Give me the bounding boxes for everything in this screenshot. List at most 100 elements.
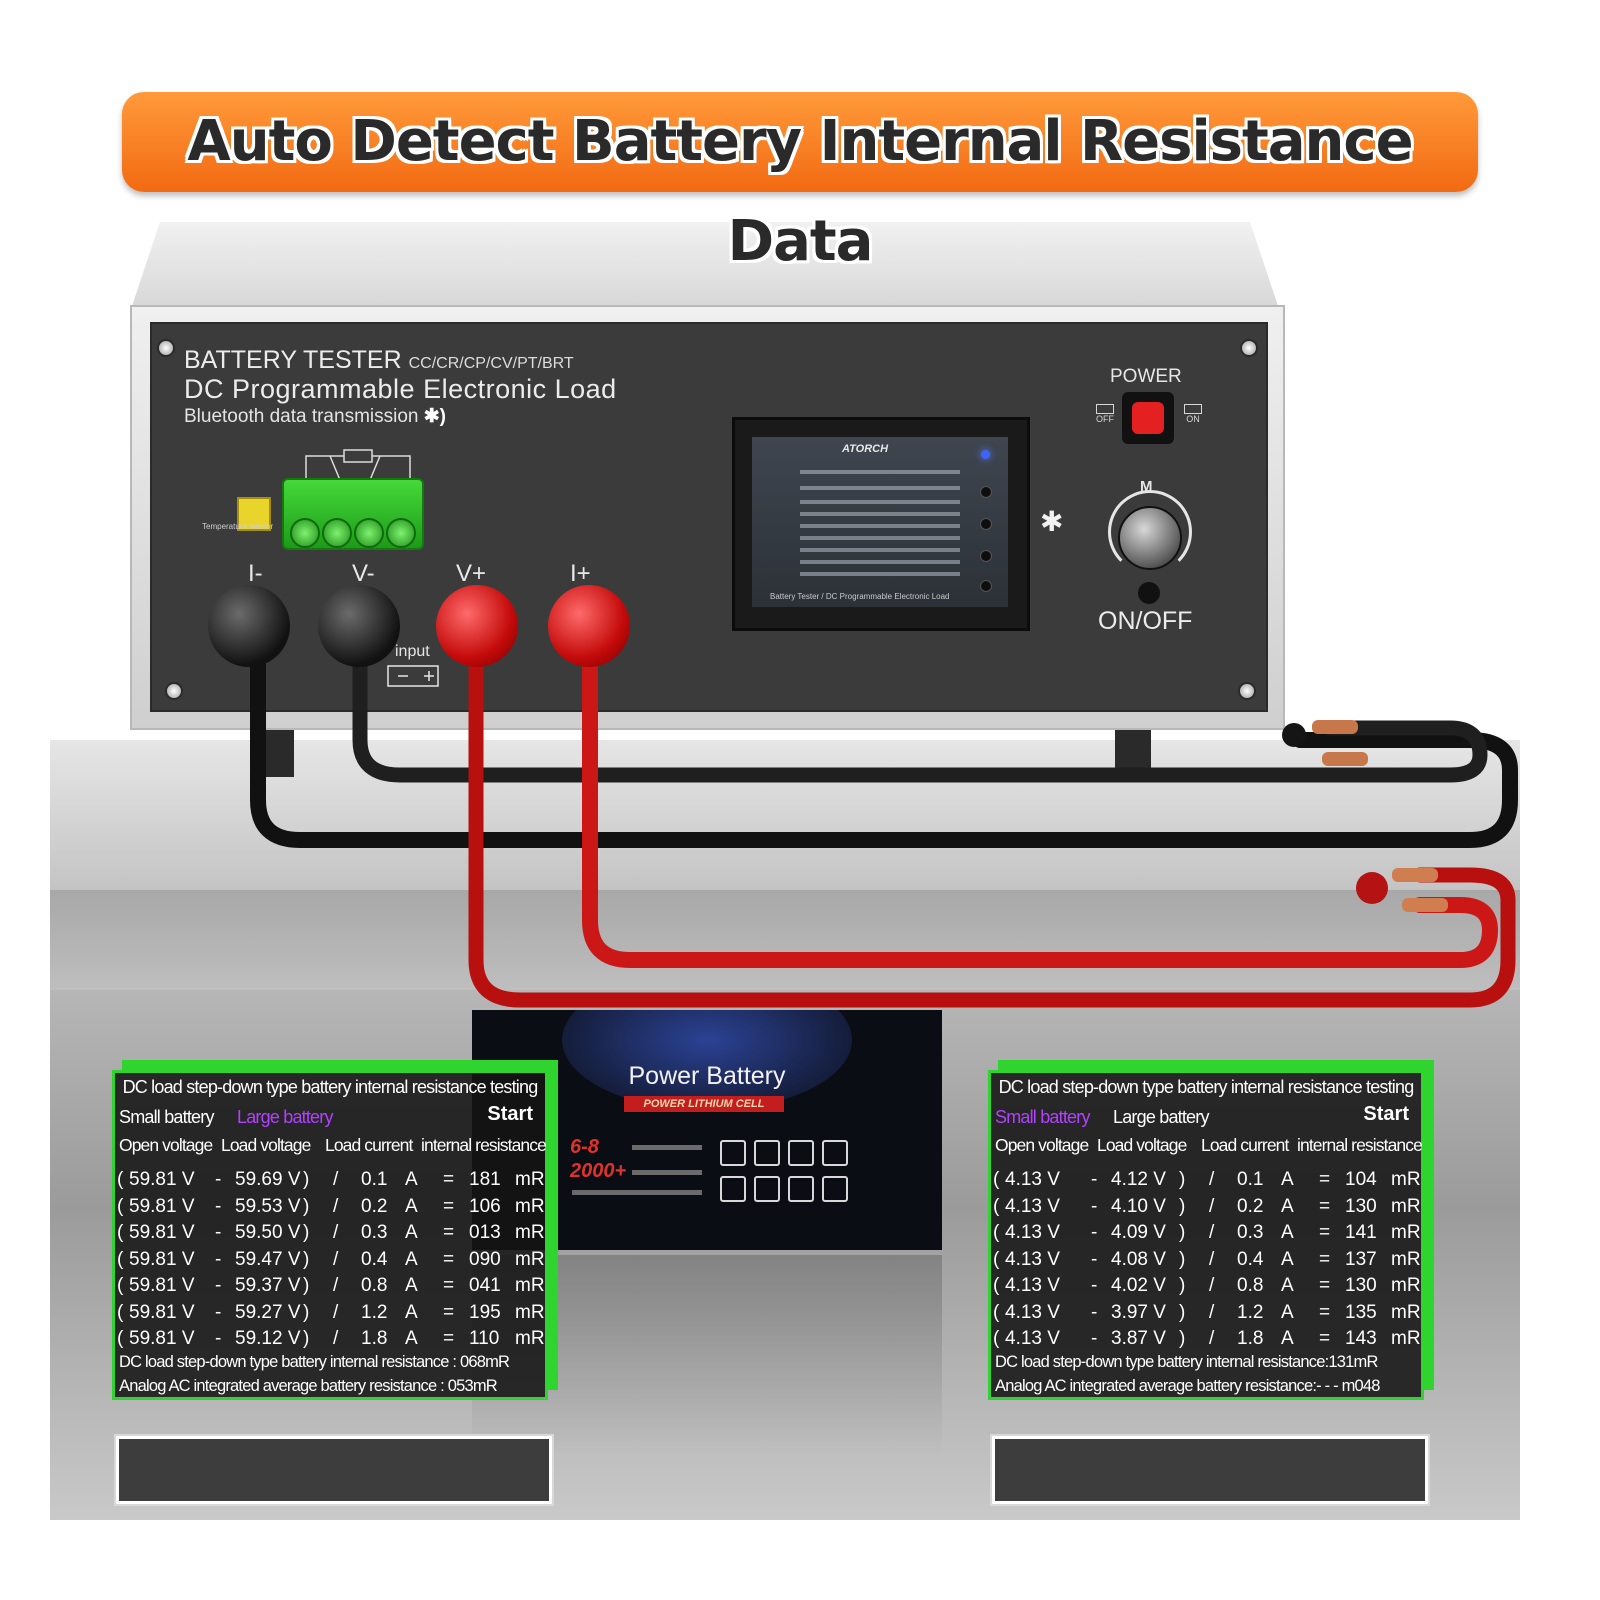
display-button[interactable] [980, 486, 992, 498]
column-header: Load voltage [221, 1135, 311, 1155]
display-brand: ATORCH [842, 443, 889, 455]
battery-subtitle: POWER LITHIUM CELL [624, 1096, 784, 1112]
paren-open: ( [117, 1169, 124, 1190]
terminal-screw-icon [290, 518, 320, 548]
encoder-knob[interactable] [1118, 506, 1182, 570]
open-voltage: 59.81 V [129, 1222, 195, 1243]
paren-open: ( [117, 1328, 124, 1349]
panel-summary-dc: DC load step-down type battery internal … [995, 1353, 1378, 1371]
separator: / [333, 1328, 339, 1349]
paren-close: ) [303, 1195, 310, 1217]
load-current: 0.4 [1237, 1248, 1264, 1270]
unit-amp: A [1281, 1222, 1294, 1243]
binding-post-i-minus[interactable] [208, 585, 290, 667]
load-current: 0.8 [1237, 1275, 1264, 1296]
internal-resistance: 143 [1345, 1328, 1377, 1349]
binding-post-i-plus[interactable] [548, 585, 630, 667]
open-voltage: 4.13 V [1005, 1328, 1060, 1349]
paren-close: ) [1179, 1275, 1186, 1296]
open-voltage: 4.13 V [1005, 1301, 1060, 1323]
paren-open: ( [993, 1275, 1000, 1296]
load-voltage: 4.10 V [1111, 1195, 1166, 1217]
unit-amp: A [405, 1275, 418, 1296]
banner-title: Auto Detect Battery Internal Resistance … [187, 109, 1413, 274]
separator: - [215, 1301, 222, 1323]
switch-off-label: OFF [1096, 414, 1114, 424]
load-current: 0.2 [361, 1195, 388, 1217]
battery-symbol-icon [387, 665, 439, 687]
device-subtitle: DC Programmable Electronic Load [184, 374, 617, 404]
paren-close: ) [1179, 1195, 1186, 1217]
load-voltage: 4.08 V [1111, 1248, 1166, 1270]
open-voltage: 59.81 V [129, 1169, 195, 1190]
load-current: 0.3 [361, 1222, 388, 1243]
open-voltage: 59.81 V [129, 1275, 195, 1296]
device-title-text: BATTERY TESTER [184, 346, 402, 374]
tab-large-battery[interactable]: Large battery [1113, 1107, 1209, 1127]
battery-spec-cycle: 6-8 [570, 1136, 599, 1158]
tab-small-battery[interactable]: Small battery [995, 1107, 1090, 1127]
unit-amp: A [405, 1301, 418, 1323]
column-header: internal resistance [1297, 1135, 1423, 1155]
load-voltage: 59.27 V [235, 1301, 301, 1323]
separator: = [443, 1328, 455, 1349]
display-footer: Battery Tester / DC Programmable Electro… [770, 592, 950, 601]
onoff-label: ON/OFF [1098, 607, 1193, 635]
paren-open: ( [117, 1222, 124, 1243]
tab-small-battery[interactable]: Small battery [119, 1107, 214, 1127]
unit-amp: A [1281, 1195, 1294, 1217]
unit-milliohm: mR [1391, 1328, 1421, 1349]
battery-feature-icon [720, 1140, 746, 1166]
separator: / [333, 1248, 339, 1270]
battery-title: Power Battery [628, 1062, 786, 1090]
terminal-screw-icon [354, 518, 384, 548]
paren-open: ( [993, 1328, 1000, 1349]
load-current: 0.1 [1237, 1169, 1264, 1190]
power-button-cap[interactable] [1132, 402, 1164, 434]
binding-post-v-minus[interactable] [318, 585, 400, 667]
battery-label: Power Battery POWER LITHIUM CELL 6-8 200… [472, 1010, 942, 1250]
temperature-sensor-port[interactable] [237, 497, 271, 531]
unit-amp: A [405, 1248, 418, 1270]
load-voltage: 3.97 V [1111, 1301, 1166, 1323]
battery-front-band [50, 890, 1520, 990]
start-button[interactable]: Start [487, 1103, 533, 1125]
separator: = [443, 1301, 455, 1323]
onoff-button[interactable] [1138, 582, 1160, 604]
separator: = [443, 1275, 455, 1296]
load-voltage: 59.53 V [235, 1195, 301, 1217]
battery-feature-icon [822, 1140, 848, 1166]
paren-close: ) [303, 1301, 310, 1323]
open-voltage: 59.81 V [129, 1195, 195, 1217]
separator: / [1209, 1328, 1215, 1349]
open-voltage: 59.81 V [129, 1248, 195, 1270]
column-header: Load current [325, 1135, 413, 1155]
unit-amp: A [405, 1222, 418, 1243]
knob-arc-icon [1108, 490, 1192, 574]
paren-open: ( [993, 1248, 1000, 1270]
display-button[interactable] [980, 580, 992, 592]
display-row [800, 524, 960, 528]
separator: - [1091, 1195, 1098, 1217]
separator: - [1091, 1169, 1098, 1190]
separator: - [215, 1248, 222, 1270]
terminal-label-i-minus: I- [248, 560, 263, 587]
separator: - [215, 1169, 222, 1190]
binding-post-v-plus[interactable] [436, 585, 518, 667]
display-button[interactable] [980, 550, 992, 562]
display-button[interactable] [980, 518, 992, 530]
column-header: Load current [1201, 1135, 1289, 1155]
start-button[interactable]: Start [1363, 1103, 1409, 1125]
separator: - [215, 1195, 222, 1217]
tab-large-battery[interactable]: Large battery [237, 1107, 333, 1127]
open-voltage: 4.13 V [1005, 1222, 1060, 1243]
internal-resistance: 104 [1345, 1169, 1377, 1190]
title-banner: Auto Detect Battery Internal Resistance … [122, 92, 1478, 274]
